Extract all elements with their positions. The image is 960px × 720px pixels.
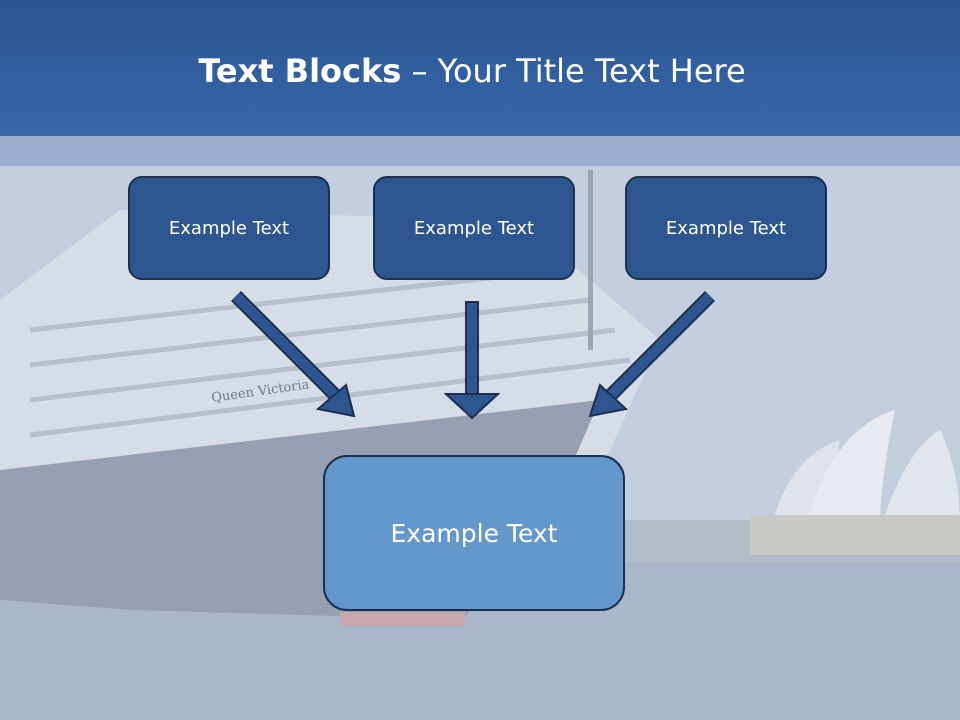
arrow-down-icon — [443, 301, 501, 420]
text-block-label: Example Text — [168, 217, 290, 239]
text-block-left[interactable]: Example Text — [128, 176, 330, 280]
text-block-center[interactable]: Example Text — [373, 176, 575, 280]
text-block-label: Example Text — [413, 217, 535, 239]
text-block-label: Example Text — [665, 217, 787, 239]
title-rest: Your Title Text Here — [437, 52, 746, 90]
text-block-right[interactable]: Example Text — [625, 176, 827, 280]
target-block-label: Example Text — [390, 518, 558, 548]
title-band — [0, 136, 960, 166]
arrow-left-icon — [231, 291, 356, 418]
slide-title[interactable]: Text Blocks – Your Title Text Here — [0, 52, 944, 90]
title-bar — [0, 0, 960, 136]
title-dash: – — [401, 52, 438, 90]
arrow-right-icon — [588, 291, 715, 418]
target-text-block[interactable]: Example Text — [323, 455, 625, 611]
title-bold: Text Blocks — [198, 52, 402, 90]
